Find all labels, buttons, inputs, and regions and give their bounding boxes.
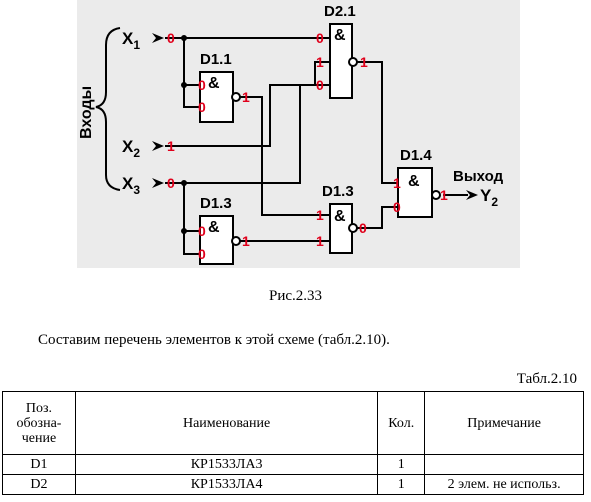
gate-d11-in1-value: 0 — [198, 77, 206, 93]
gate-d21-symbol: & — [334, 27, 346, 44]
gate-d14-in2-value: 0 — [393, 199, 401, 215]
input-arrows — [152, 33, 478, 200]
gate-d13b-out-value: 0 — [359, 220, 367, 236]
junction-dots — [181, 35, 187, 234]
cell-name: КР1533ЛА3 — [74, 454, 379, 475]
input-x3-value: 0 — [167, 175, 175, 191]
header-position-line1: Поз. — [25, 400, 53, 416]
cell-name: КР1533ЛА4 — [74, 474, 379, 495]
gate-d13a-out-value: 1 — [242, 233, 250, 249]
inversion-bubbles — [231, 57, 441, 246]
gate-d13a-symbol: & — [208, 219, 220, 236]
gate-d13a-in1-value: 0 — [198, 223, 206, 239]
cell-position: D2 — [2, 474, 76, 495]
header-position-line2: обозна- — [16, 415, 62, 431]
gate-d21-in2-value: 1 — [316, 54, 324, 70]
output-title: Выход — [453, 168, 504, 185]
gate-d21-in1-value: 0 — [316, 30, 324, 46]
gate-d13b-symbol: & — [334, 208, 346, 225]
cell-quantity: 1 — [377, 454, 426, 475]
gate-d13a-in2-value: 0 — [198, 246, 206, 262]
circuit-diagram: & & & & & D2.1 D1.1 D1.3 D1.3 D1.4 X1 X2… — [77, 0, 520, 268]
output-y2-label: Y2 — [480, 186, 498, 209]
inputs-bracket — [95, 27, 121, 191]
input-x3-label: X3 — [122, 174, 140, 197]
gate-d11-out-value: 1 — [242, 89, 250, 105]
input-x2-label: X2 — [122, 137, 140, 160]
input-x1-value: 0 — [167, 30, 175, 46]
table-header-row: Поз. обозна- чение Наименование Кол. При… — [2, 391, 584, 455]
inputs-group-label: Входы — [78, 86, 95, 139]
elements-table: Поз. обозна- чение Наименование Кол. При… — [2, 391, 584, 495]
gate-d13b-in2-value: 1 — [316, 233, 324, 249]
gate-d14-in1-value: 1 — [393, 175, 401, 191]
figure-caption: Рис.2.33 — [268, 288, 323, 304]
wires — [165, 37, 468, 255]
cell-note — [424, 454, 584, 475]
table-row: D1 КР1533ЛА3 1 — [2, 454, 584, 475]
header-name: Наименование — [74, 391, 379, 455]
gate-d21-out-value: 1 — [360, 54, 368, 70]
gate-d13b-in1-value: 1 — [316, 207, 324, 223]
input-x2-value: 1 — [167, 138, 175, 154]
header-position: Поз. обозна- чение — [2, 391, 76, 455]
gate-d14-out-value: 1 — [440, 187, 448, 203]
gate-d14-symbol: & — [408, 173, 420, 190]
gate-d13b-label: D1.3 — [322, 183, 354, 200]
gate-bodies — [199, 23, 433, 265]
gate-d21-in3-value: 0 — [316, 77, 324, 93]
gate-d14-label: D1.4 — [400, 147, 432, 164]
table-row: D2 КР1533ЛА4 1 2 элем. не использ. — [2, 474, 584, 495]
gate-d11-symbol: & — [208, 75, 220, 92]
circuit-svg: & & & & & D2.1 D1.1 D1.3 D1.3 D1.4 X1 X2… — [78, 3, 504, 265]
body-paragraph: Составим перечень элементов к этой схеме… — [38, 332, 390, 348]
cell-position: D1 — [2, 454, 76, 475]
gate-d13a-label: D1.3 — [200, 195, 232, 212]
table-title: Табл.2.10 — [516, 371, 577, 387]
header-quantity: Кол. — [377, 391, 426, 455]
gate-d21-label: D2.1 — [324, 3, 356, 20]
header-position-line3: чение — [21, 430, 57, 446]
cell-note: 2 элем. не использ. — [424, 474, 584, 495]
input-x1-label: X1 — [122, 29, 140, 52]
cell-quantity: 1 — [377, 474, 426, 495]
gate-d11-label: D1.1 — [200, 51, 232, 68]
gate-d11-in2-value: 0 — [198, 99, 206, 115]
header-note: Примечание — [424, 391, 584, 455]
